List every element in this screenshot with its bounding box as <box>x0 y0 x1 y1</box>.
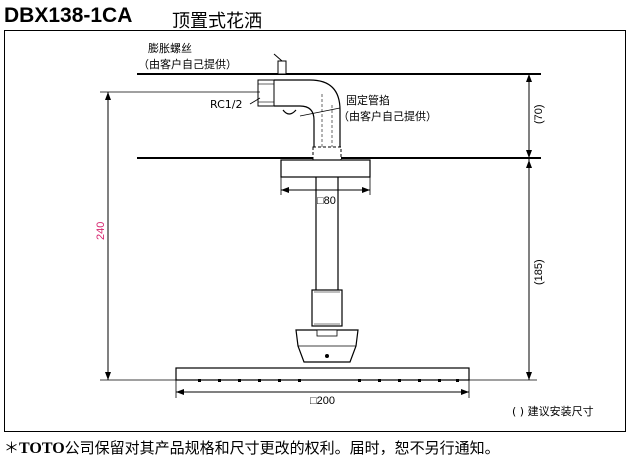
label-pipe-clamp-note: （由客户自己提供） <box>338 109 437 123</box>
label-pipe-clamp: 固定管掐 <box>346 93 390 107</box>
footer-brand: TOTO <box>19 440 65 457</box>
connector-dot <box>325 354 329 358</box>
footer-note: ＊TOTO公司保留对其产品规格和尺寸更改的权利。届时，恕不另行通知。 <box>4 437 500 458</box>
model-title: DBX138-1CA <box>4 4 133 27</box>
rc-leader <box>249 97 261 105</box>
drawing-frame <box>4 30 626 432</box>
label-expansion-screw: 膨胀螺丝 <box>148 41 192 55</box>
nozzle-row <box>198 379 459 382</box>
product-subtitle: 顶置式花洒 <box>172 11 262 32</box>
dim-70-label: (70) <box>533 104 545 124</box>
arm-joint <box>311 289 343 327</box>
ceiling-flange <box>280 159 371 178</box>
label-expansion-screw-note: （由客户自己提供） <box>138 57 237 71</box>
dim-200-label: □200 <box>310 395 335 407</box>
footer-text: 公司保留对其产品规格和尺寸更改的权利。届时，恕不另行通知。 <box>64 439 500 457</box>
dim-185-label: (185) <box>533 259 545 285</box>
footer-star: ＊ <box>4 439 20 457</box>
install-note: ( ) 建议安装尺寸 <box>512 404 594 418</box>
shower-head-plate <box>175 367 470 381</box>
label-rc: RC1/2 <box>210 98 242 111</box>
pipe-clamp <box>282 109 297 115</box>
dim-80-label: □80 <box>317 195 336 207</box>
dim-240-label: 240 <box>95 222 107 240</box>
elbow-pipe <box>274 79 341 150</box>
clamp-leader <box>299 107 341 117</box>
expansion-screw <box>277 60 287 75</box>
expansion-screw-leader <box>273 53 283 62</box>
